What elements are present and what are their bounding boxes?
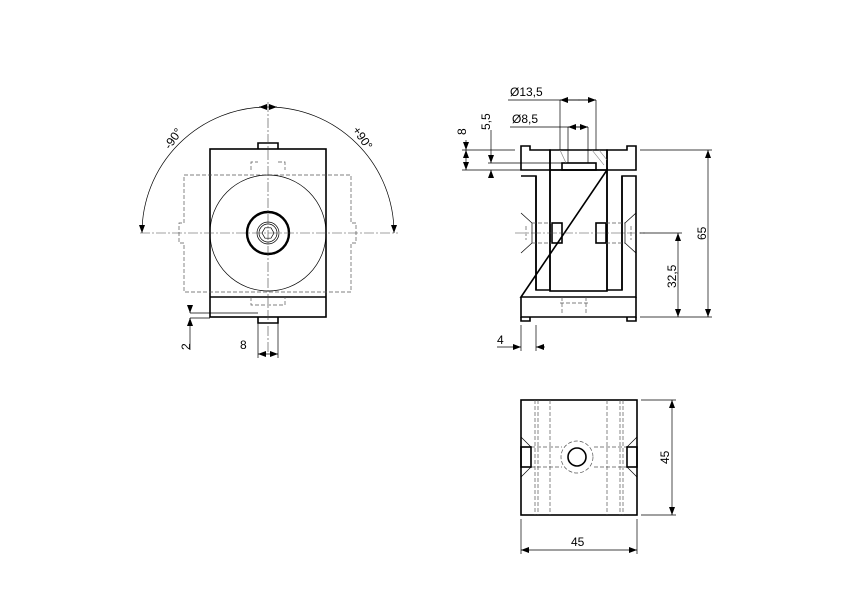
bottom-view: 45 45 [520, 399, 676, 554]
dim-65-label: 65 [695, 226, 709, 240]
side-view: Ø13,5 Ø8,5 8 5,5 65 32,5 4 [455, 85, 712, 351]
front-view: 2 8 -90° +90° [139, 102, 398, 358]
dim-32-5-label: 32,5 [665, 264, 679, 288]
dim-8-label: 8 [455, 128, 469, 135]
dim-2-label: 2 [179, 343, 193, 350]
dim-5-5-label: 5,5 [479, 113, 493, 130]
body-outline [520, 399, 638, 516]
center-hole [567, 447, 587, 467]
dim-dia-13-5-label: Ø13,5 [510, 85, 543, 99]
dim-height-label: 45 [658, 450, 672, 464]
dim-dia-8-5-label: Ø8,5 [512, 112, 538, 126]
body-outline [520, 145, 551, 171]
dim-8-label: 8 [240, 338, 247, 352]
dim-4-label: 4 [497, 333, 504, 347]
angle-left-label: -90° [161, 125, 185, 151]
dim-width-label: 45 [571, 535, 585, 549]
angle-right-label: +90° [350, 124, 376, 153]
inner-block [549, 169, 608, 292]
